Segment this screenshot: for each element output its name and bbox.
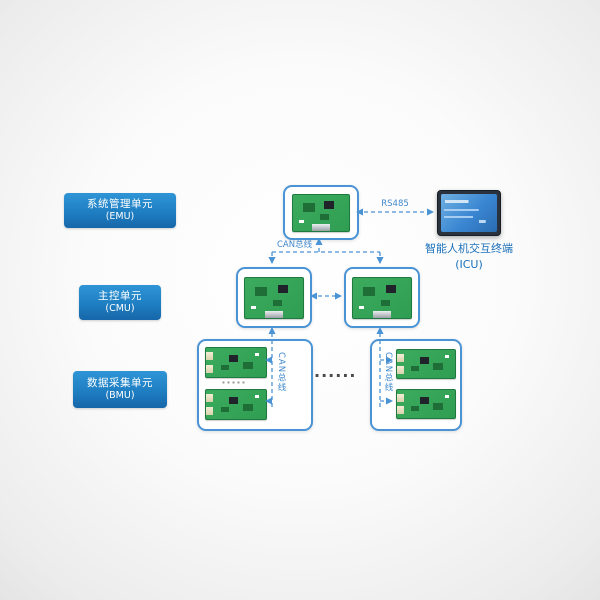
emu-node-box: [283, 185, 359, 240]
label-emu-name: 系统管理单元: [87, 198, 153, 210]
icu-display-device: [437, 190, 501, 236]
rs485-label: RS485: [381, 199, 409, 209]
can-bus-label-left-group: CAN总线: [276, 352, 286, 393]
cmu-left-pcb-image: [244, 276, 304, 319]
bmu-left-pcb-image-1: [205, 347, 267, 378]
emu-pcb-image: [292, 193, 350, 232]
label-emu-abbr: (EMU): [105, 211, 135, 222]
label-cmu: 主控单元 (CMU): [79, 285, 161, 320]
bmu-right-pcb-image-1: [396, 349, 456, 379]
label-cmu-abbr: (CMU): [105, 303, 135, 314]
label-cmu-name: 主控单元: [98, 290, 142, 302]
label-emu: 系统管理单元 (EMU): [64, 193, 176, 228]
bmu-right-pcb-image-2: [396, 389, 456, 419]
cmu-node-box-right: [344, 267, 420, 328]
bmu-group-box-right: [370, 339, 462, 431]
cmu-right-pcb-image: [352, 276, 412, 319]
icu-caption-abbr: (ICU): [455, 258, 483, 271]
bmu-left-pcb-image-2: [205, 389, 267, 420]
more-bmu-boards-dots: [221, 380, 247, 385]
can-bus-label-right-group: CAN总线: [383, 352, 393, 393]
cmu-node-box-left: [236, 267, 312, 328]
icu-caption-name: 智能人机交互终端: [425, 242, 513, 255]
label-bmu: 数据采集单元 (BMU): [73, 371, 167, 408]
icu-caption: 智能人机交互终端 (ICU): [406, 241, 532, 273]
icu-display-screen: [441, 194, 497, 232]
label-bmu-name: 数据采集单元: [87, 377, 153, 389]
bmu-group-box-left: [197, 339, 313, 431]
can-bus-label-top: CAN总线: [277, 240, 313, 250]
more-groups-ellipsis: ......: [314, 362, 357, 381]
label-bmu-abbr: (BMU): [105, 390, 135, 401]
